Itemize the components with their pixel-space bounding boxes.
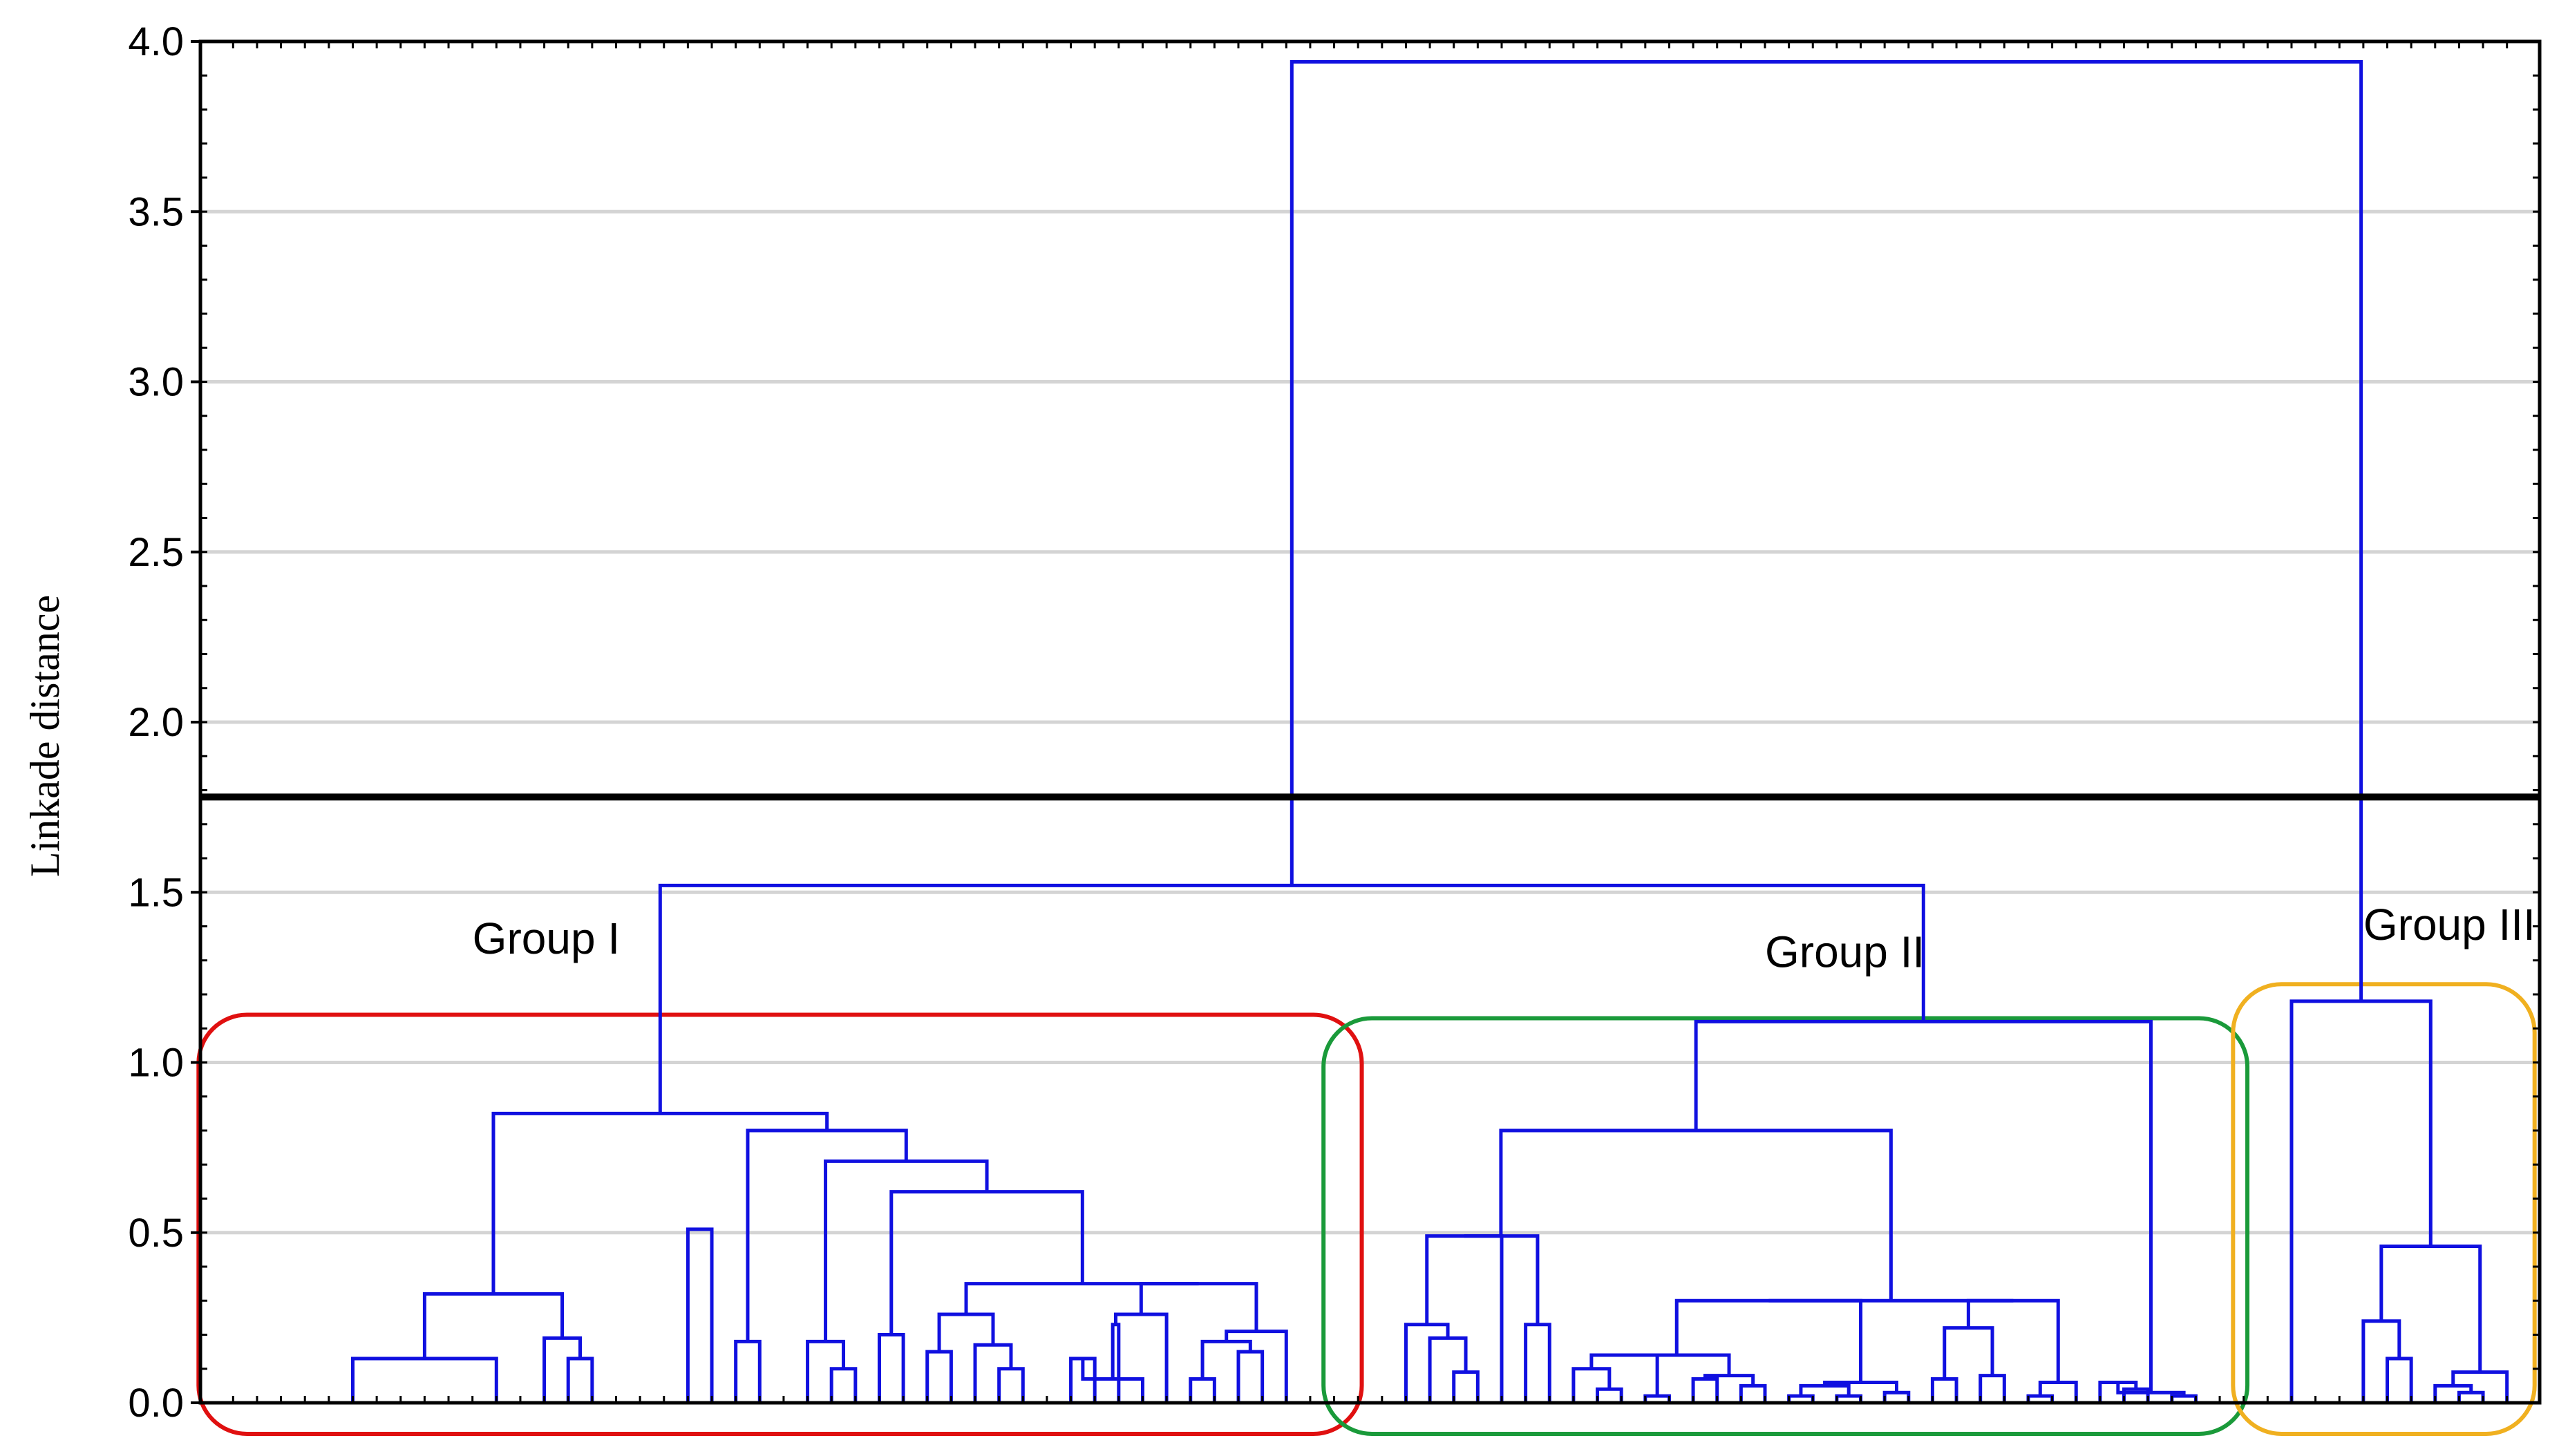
dendrogram-link <box>1943 1326 1994 1379</box>
dendrogram-link <box>806 1339 846 1403</box>
y-tick-label: 1.5 <box>128 870 184 915</box>
dendrogram-link <box>877 1333 905 1403</box>
y-tick-label: 4.0 <box>128 19 184 64</box>
dendrogram-link <box>925 1350 953 1403</box>
dendrogram-link <box>1694 1019 2153 1393</box>
dendrogram-link <box>686 1227 714 1403</box>
dendrogram-link <box>1425 1234 1504 1403</box>
dendrogram-link <box>973 1343 1013 1403</box>
dendrogram-link <box>1930 1377 1958 1403</box>
y-axis-label: Linkade distance <box>22 595 68 877</box>
axis-ticks <box>191 40 2540 1404</box>
dendrogram-link <box>1691 1377 1719 1403</box>
dendrogram-link <box>1966 1298 2060 1383</box>
grid-lines <box>200 209 2540 1235</box>
group-boxes <box>196 982 2537 1437</box>
dendrogram-link <box>997 1367 1025 1403</box>
y-tick-label: 2.0 <box>128 700 184 745</box>
dendrogram-link <box>1571 1367 1612 1403</box>
group-labels: Group I Group II Group III <box>473 900 2536 976</box>
dendrogram-link <box>1200 1339 1252 1379</box>
y-tick-label: 0.5 <box>128 1211 184 1256</box>
dendrogram-link <box>1189 1377 1216 1403</box>
dendrogram-link <box>422 1292 565 1359</box>
dendrogram-link <box>658 883 1925 1114</box>
dendrogram-link <box>2038 1380 2078 1403</box>
y-tick-label: 3.0 <box>128 360 184 405</box>
group-label: Group III <box>2363 900 2536 949</box>
dendrogram-link <box>1139 1282 1258 1332</box>
group-label: Group I <box>473 914 620 963</box>
y-tick-label: 2.5 <box>128 530 184 575</box>
dendrogram-link <box>1524 1323 1551 1403</box>
dendrogram-link <box>2361 1319 2401 1403</box>
dendrogram-link <box>964 1282 1199 1314</box>
group-box <box>1321 1016 2250 1436</box>
dendrogram-link <box>1674 1298 1863 1383</box>
dendrogram-link <box>829 1367 858 1403</box>
dendrogram-link <box>1236 1350 1265 1403</box>
dendrogram-link <box>542 1336 583 1403</box>
group-box <box>2231 982 2537 1436</box>
dendrogram-link <box>1290 60 2363 1001</box>
dendrogram-link <box>2379 1244 2482 1372</box>
y-tick-labels: 0.0 0.5 1.0 1.5 2.0 2.5 3.0 3.5 4.0 <box>128 19 184 1426</box>
dendrogram-link <box>1624 1353 1731 1376</box>
dendrogram-link <box>1404 1323 1450 1403</box>
dendrogram-link <box>1596 1387 1623 1403</box>
dendrogram-link <box>1464 1234 1540 1325</box>
dendrogram-link <box>566 1356 594 1403</box>
dendrogram-link <box>1111 1323 1121 1403</box>
y-tick-label: 3.5 <box>128 189 184 234</box>
dendrogram-link <box>1739 1383 1767 1403</box>
dendrogram-tree <box>350 60 2509 1403</box>
y-tick-label: 1.0 <box>128 1041 184 1086</box>
group-box <box>196 1012 1364 1437</box>
dendrogram-link <box>734 1339 762 1403</box>
dendrogram-link <box>1499 1128 1893 1301</box>
dendrogram-link <box>1979 1374 2006 1403</box>
dendrogram-link <box>2386 1356 2413 1403</box>
group-label: Group II <box>1765 927 1925 977</box>
y-tick-label: 0.0 <box>128 1381 184 1426</box>
dendrogram-link <box>1452 1370 1480 1403</box>
dendrogram-link <box>491 1111 829 1294</box>
